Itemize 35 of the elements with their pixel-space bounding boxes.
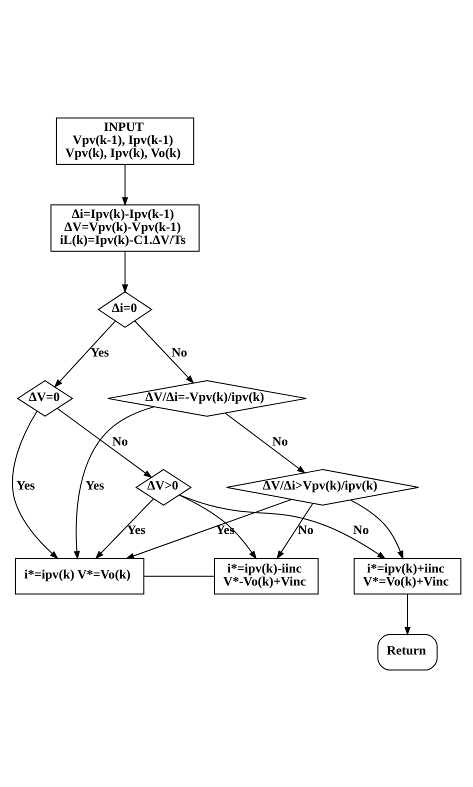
edge-label: Yes	[216, 522, 234, 537]
node-box: Return	[377, 634, 438, 670]
node-diamond: ΔV/Δi>Vpv(k)/ipv(k)	[226, 468, 420, 506]
arrow	[12, 410, 59, 559]
node-diamond: Δi=0	[97, 290, 153, 328]
arrow	[54, 320, 116, 388]
arrow	[134, 320, 194, 384]
arrow	[178, 494, 257, 560]
edge-label: Yes	[90, 344, 110, 359]
arrow	[350, 499, 404, 560]
node-box: i*=ipv(k) V*=Vo(k)	[14, 557, 144, 594]
node-box: INPUT Vpv(k-1), Ipv(k-1) Vpv(k), Ipv(k), Vo(k)	[56, 116, 194, 164]
arrow	[404, 593, 411, 636]
arrow	[74, 406, 154, 560]
edge-label: Yes	[16, 478, 35, 492]
edge-label: No	[298, 522, 314, 537]
arrow	[224, 412, 306, 474]
edge-label: Yes	[86, 478, 104, 492]
arrow	[122, 250, 128, 293]
edge-label: No	[112, 434, 128, 448]
arrow	[56, 407, 152, 478]
edge-label: No	[353, 522, 369, 537]
edge-label: No	[171, 344, 188, 359]
node-box: i*=ipv(k)-iinc V*-Vo(k)+Vinc	[214, 557, 319, 594]
arrow	[95, 498, 154, 559]
arrow	[276, 502, 314, 559]
arrow	[122, 163, 128, 206]
arrow	[125, 498, 292, 558]
node-box: i*=ipv(k)+iinc V*=Vo(k)+Vinc	[354, 557, 462, 594]
node-box: Δi=Ipv(k)-Ipv(k-1) ΔV=Vpv(k)-Vpv(k-1) iL(k)=Ipv(k)-C1.ΔV/Ts	[50, 204, 200, 252]
edge-label: No	[272, 434, 288, 448]
node-diamond: ΔV/Δi=-Vpv(k)/ipv(k)	[107, 380, 307, 416]
edge-label: Yes	[127, 522, 146, 537]
connector	[144, 575, 215, 576]
arrow	[178, 494, 386, 559]
